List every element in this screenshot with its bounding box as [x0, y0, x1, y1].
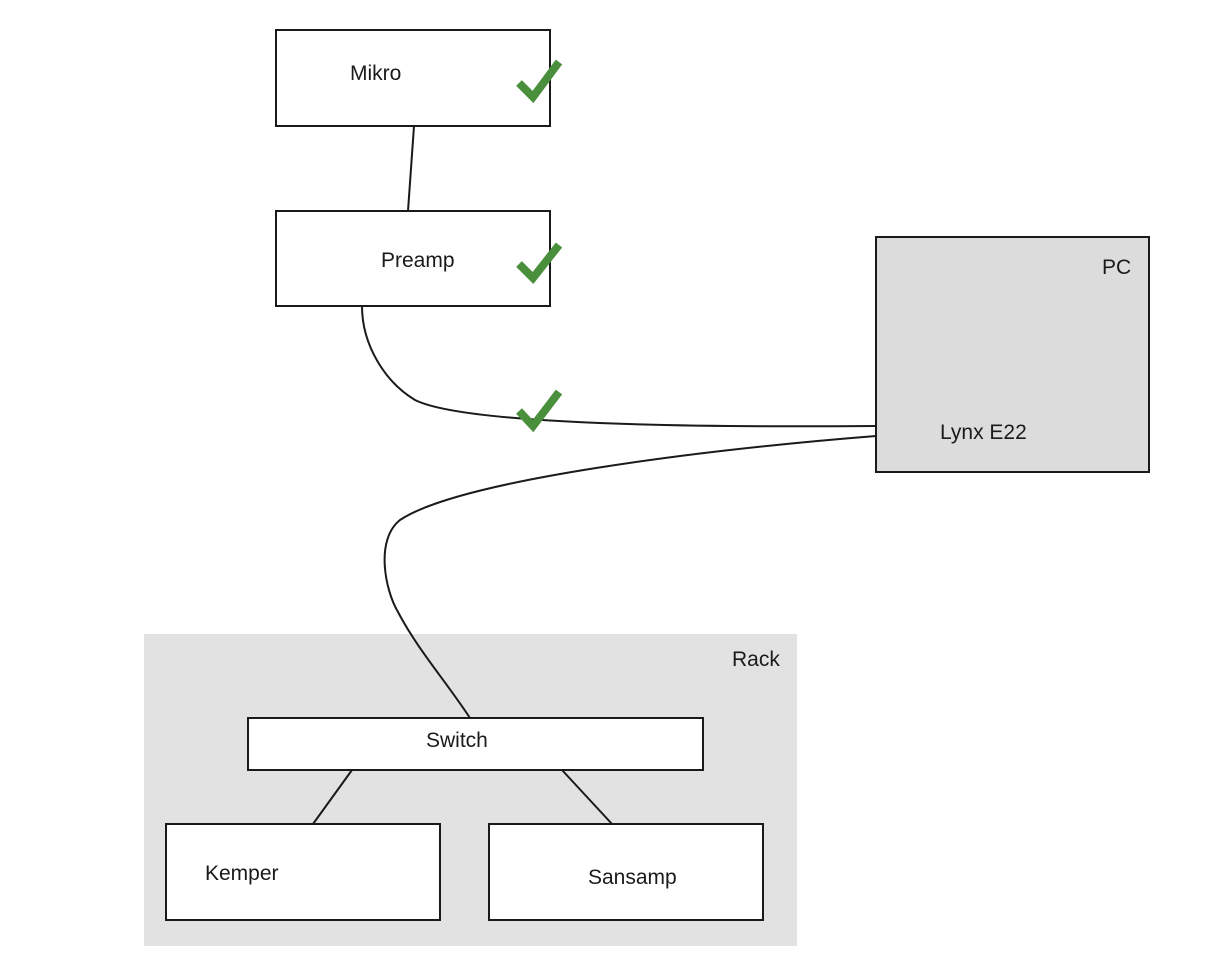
- edge-switch-sansamp: [561, 769, 613, 825]
- preamp-check-icon: [516, 242, 563, 285]
- edge-preamp-pc: [361, 305, 877, 428]
- kemper-box: [165, 823, 441, 921]
- kemper-label: Kemper: [205, 862, 279, 885]
- edge-switch-kemper: [312, 769, 353, 825]
- lynx-e22-label: Lynx E22: [940, 421, 1027, 444]
- switch-box: [247, 717, 704, 771]
- mikro-check-icon: [516, 59, 563, 104]
- rack-label: Rack: [732, 648, 780, 671]
- cable-check-icon: [516, 389, 563, 433]
- switch-label: Switch: [426, 729, 488, 752]
- mikro-box: [275, 29, 551, 127]
- pc-box: [875, 236, 1150, 473]
- sansamp-box: [488, 823, 764, 921]
- mikro-label: Mikro: [350, 62, 401, 85]
- pc-label: PC: [1102, 256, 1131, 279]
- edge-mikro-preamp: [407, 125, 415, 212]
- edge-pc-switch: [383, 435, 877, 719]
- preamp-label: Preamp: [381, 249, 455, 272]
- sansamp-label: Sansamp: [588, 866, 677, 889]
